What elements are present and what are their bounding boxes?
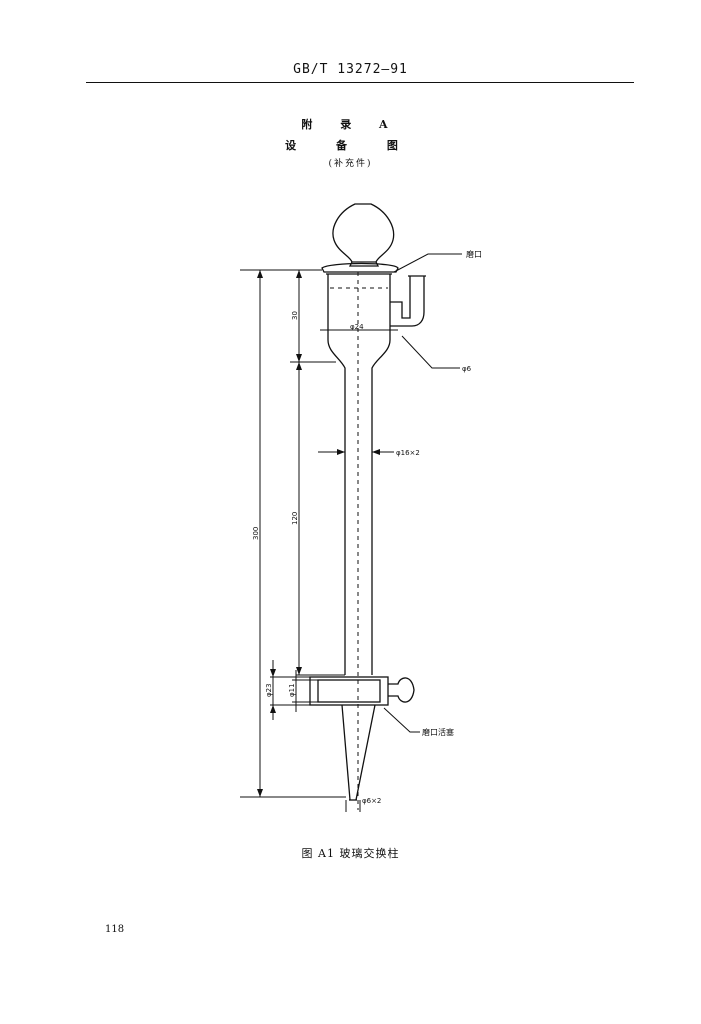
stopcock-handle — [388, 677, 415, 703]
stopper-rim — [321, 262, 399, 273]
dim-reservoir-height: 30 — [291, 311, 299, 320]
side-arm — [390, 276, 425, 327]
drip-tip — [341, 704, 376, 801]
stopper-knob — [332, 203, 395, 263]
dim-total-height: 300 — [252, 527, 260, 540]
label-ground-mouth: 磨口 — [466, 249, 482, 259]
label-diameter-16x2: φ16×2 — [396, 449, 420, 457]
standard-number: GB/T 13272—91 — [293, 62, 408, 77]
figure-caption: 图 A1 玻璃交换柱 — [301, 847, 400, 860]
label-diameter-24: φ24 — [350, 323, 364, 331]
appendix-subtitle: 设 备 图 — [285, 139, 416, 152]
reservoir — [327, 274, 391, 675]
page-number: 118 — [105, 924, 125, 935]
header-rule — [86, 82, 634, 83]
label-diameter-11: φ11 — [288, 683, 296, 697]
appendix-title: 附 录 A — [301, 118, 400, 131]
label-ground-stopcock: 磨口活塞 — [422, 727, 454, 737]
dim-tube-height: 120 — [291, 512, 299, 525]
appendix-note: (补充件) — [328, 159, 373, 169]
label-diameter-23: φ23 — [265, 683, 273, 697]
label-diameter-6x2: φ6×2 — [362, 797, 381, 805]
label-diameter-6: φ6 — [462, 365, 472, 373]
stopcock-barrel — [309, 676, 389, 706]
